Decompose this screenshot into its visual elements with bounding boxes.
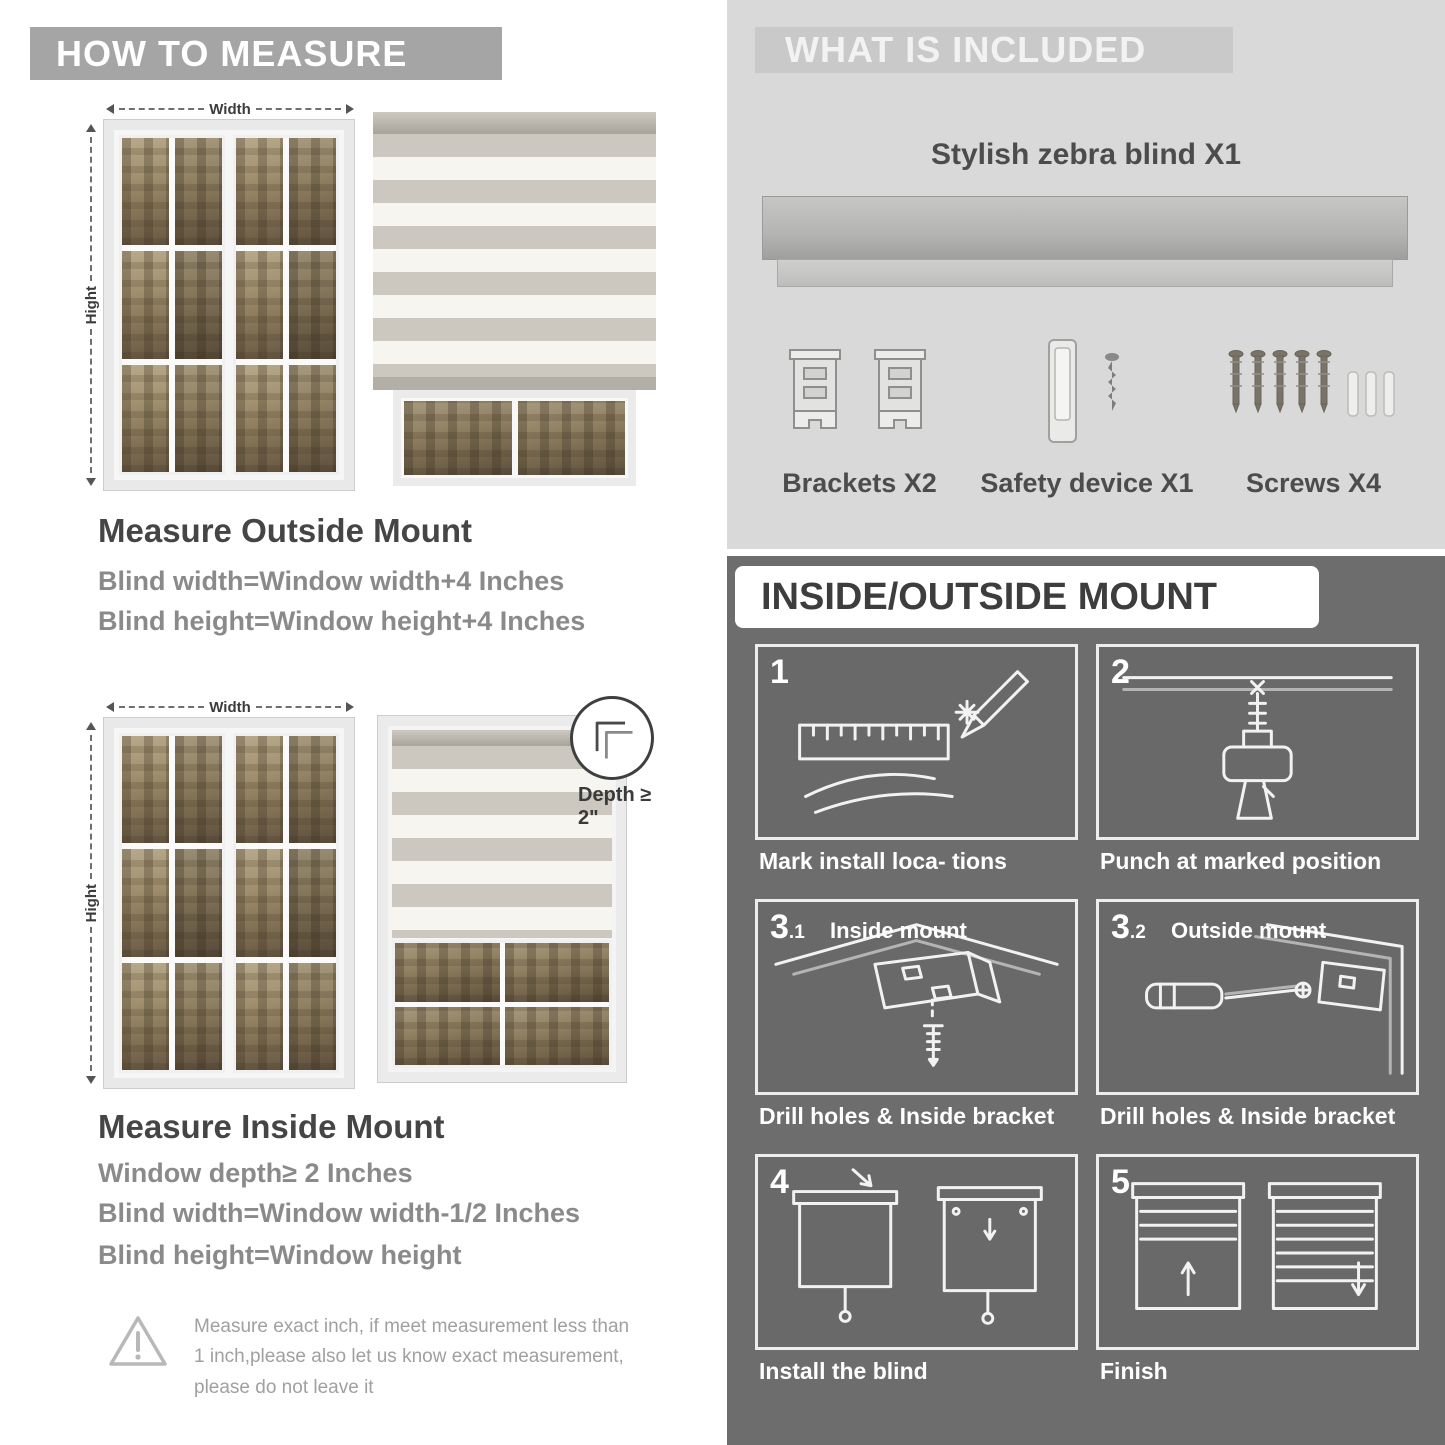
outside-mount-figures: Width Hight xyxy=(78,98,658,496)
width-arrow: Width xyxy=(106,98,355,120)
zebra-stripes xyxy=(392,746,612,938)
step-caption: Drill holes & Inside bracket xyxy=(759,1103,1055,1129)
warning-icon xyxy=(109,1316,167,1366)
mount-step-1: 1 Mark install loca- tions xyxy=(755,644,1078,875)
step-caption: Drill holes & Inside bracket xyxy=(1100,1103,1396,1129)
finish-illustration xyxy=(1131,1182,1382,1310)
inside-mount-line: Window depth≥ 2 Inches xyxy=(98,1158,413,1188)
arrow-up-icon xyxy=(86,722,96,730)
zebra-blind-inside-illustration xyxy=(377,715,627,1083)
arrow-up-icon xyxy=(86,124,96,132)
step-caption: Mark install loca- tions xyxy=(759,848,1007,874)
measure-note-text: Measure exact inch, if meet measurement … xyxy=(194,1316,630,1398)
outside-mount-line: Blind width=Window width+4 Inches xyxy=(98,566,565,596)
screws-and-anchors-icon xyxy=(1228,350,1395,417)
mount-step-3-2: 3.2 Outside mount Dri xyxy=(1096,899,1419,1130)
item-label: Safety device X1 xyxy=(980,468,1194,498)
outside-bracket-illustration xyxy=(1145,923,1404,1075)
outside-mount-line: Blind height=Window height+4 Inches xyxy=(98,606,586,636)
inside-mount-figures: Width Hight xyxy=(78,696,658,1098)
window-measure-illustration: Width Hight xyxy=(78,696,355,1089)
included-items: Brackets X2 Safety device X1 xyxy=(752,322,1420,499)
what-is-included-header: WHAT IS INCLUDED xyxy=(755,27,1233,73)
window-illustration xyxy=(103,717,355,1089)
arrow-left-icon xyxy=(106,104,114,114)
mount-step-5: 5 Finish xyxy=(1096,1154,1419,1385)
drill-illustration xyxy=(1122,676,1393,820)
arrow-down-icon xyxy=(86,1076,96,1085)
mount-step-3-1: 3.1 Inside mount Drill holes & Inside br… xyxy=(755,899,1078,1130)
zebra-stripes xyxy=(373,134,656,377)
window-measure-illustration: Width Hight xyxy=(78,98,355,491)
inside-mount-line: Blind width=Window width-1/2 Inches xyxy=(98,1198,581,1228)
outside-mount-title: Measure Outside Mount xyxy=(98,512,473,549)
mount-steps-grid: 1 Mark install loca- tions 2 xyxy=(755,644,1419,1385)
what-is-included-section: WHAT IS INCLUDED Stylish zebra blind X1 xyxy=(727,0,1445,549)
arrow-right-icon xyxy=(346,104,355,114)
height-arrow: Hight xyxy=(78,120,104,490)
step-panel: 5 xyxy=(1096,1154,1419,1350)
step-panel: 3.1 Inside mount xyxy=(755,899,1078,1095)
safety-device-icon xyxy=(1048,338,1119,443)
step-panel: 2 xyxy=(1096,644,1419,840)
window-sash xyxy=(119,733,225,1073)
brackets-icon xyxy=(788,349,926,429)
how-to-measure-header: HOW TO MEASURE xyxy=(30,27,502,80)
blind-headrail xyxy=(373,112,656,134)
item-label: Brackets X2 xyxy=(782,468,937,498)
window-sash xyxy=(233,135,339,475)
mount-step-4: 4 Install the blind xyxy=(755,1154,1078,1385)
step-panel: 1 xyxy=(755,644,1078,840)
width-label: Width xyxy=(209,100,251,118)
step-panel: 3.2 Outside mount xyxy=(1096,899,1419,1095)
step-caption: Install the blind xyxy=(759,1358,928,1384)
mount-step-2: 2 Punch at marked position xyxy=(1096,644,1419,875)
zebra-blind-headrail-illustration xyxy=(762,196,1408,260)
arrow-right-icon xyxy=(346,702,355,712)
window-under-blind xyxy=(392,940,612,1068)
window-sash xyxy=(119,135,225,475)
window-under-blind xyxy=(392,390,637,486)
step-caption: Punch at marked position xyxy=(1100,848,1382,874)
window-illustration xyxy=(103,119,355,491)
mark-location-illustration xyxy=(798,670,1029,814)
install-blind-illustration xyxy=(792,1168,1043,1325)
how-to-measure-section: HOW TO MEASURE Width Hight xyxy=(30,27,658,1403)
step-panel: 4 xyxy=(755,1154,1078,1350)
window-sash xyxy=(233,733,339,1073)
inside-mount-line: Blind height=Window height xyxy=(98,1240,462,1270)
included-item-brackets: Brackets X2 xyxy=(752,322,967,499)
product-label: Stylish zebra blind X1 xyxy=(930,138,1242,171)
arrow-left-icon xyxy=(106,702,114,712)
depth-detail-circle-icon xyxy=(570,696,654,780)
item-label: Screws X4 xyxy=(1245,468,1382,498)
arrow-down-icon xyxy=(86,478,96,487)
measure-note: Measure exact inch, if meet measurement … xyxy=(106,1312,651,1403)
inside-mount-title: Measure Inside Mount xyxy=(98,1108,445,1145)
mount-header: INSIDE/OUTSIDE MOUNT xyxy=(735,566,1319,628)
depth-callout-label: Depth ≥ 2" xyxy=(578,784,652,829)
step-caption: Finish xyxy=(1100,1358,1168,1384)
inside-bracket-illustration xyxy=(774,923,1059,1067)
height-label: Hight xyxy=(82,883,100,923)
zebra-blind-outside-illustration xyxy=(373,112,656,486)
included-item-screws: Screws X4 xyxy=(1207,322,1420,499)
blind-headrail xyxy=(392,730,612,746)
height-arrow: Hight xyxy=(78,718,104,1088)
included-item-safety-device: Safety device X1 xyxy=(967,322,1207,499)
mount-instructions-section: INSIDE/OUTSIDE MOUNT 1 Mark inst xyxy=(727,556,1445,1445)
height-label: Hight xyxy=(82,285,100,325)
width-arrow: Width xyxy=(106,696,355,718)
zebra-blind-bottomrail-illustration xyxy=(777,259,1393,287)
width-label: Width xyxy=(209,698,251,716)
blind-bottomrail xyxy=(373,377,656,390)
